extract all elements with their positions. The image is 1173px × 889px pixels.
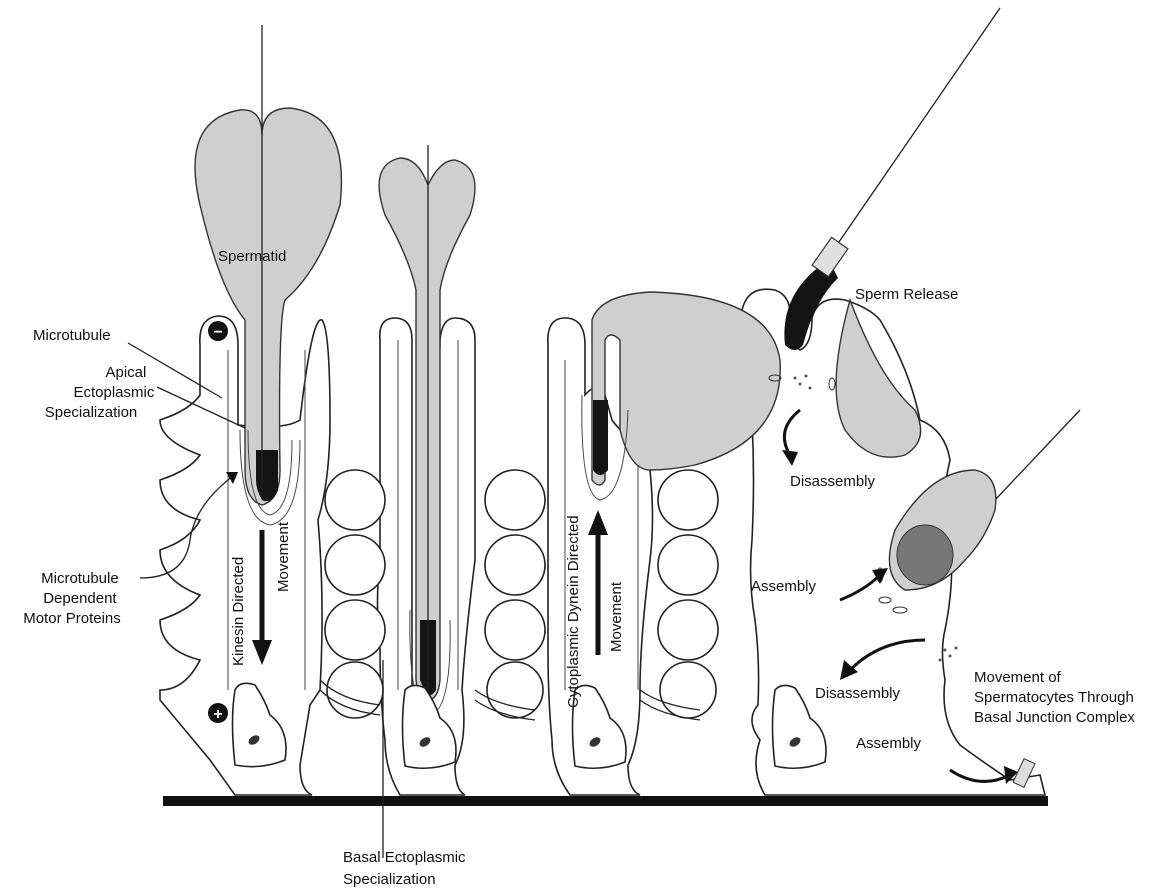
plus-sign: +: [213, 706, 222, 723]
label-disassembly-bottom: Disassembly: [815, 685, 901, 702]
label-basal-es: Basal Ectoplasmic Specialization: [343, 849, 470, 888]
label-spermatid: Spermatid: [218, 248, 286, 265]
label-movement-spermatocytes: Movement of Spermatocytes Through Basal …: [974, 669, 1138, 726]
label-dynein-directed: Cytoplasmic Dynein Directed: [565, 515, 582, 708]
label-sperm-release: Sperm Release: [855, 286, 958, 303]
label-kinesin-movement: Movement: [275, 521, 292, 592]
label-motor-proteins: Microtubule Dependent Motor Proteins: [23, 570, 123, 627]
label-disassembly-top: Disassembly: [790, 473, 876, 490]
label-assembly-top: Assembly: [751, 578, 817, 595]
label-assembly-bottom: Assembly: [856, 735, 922, 752]
label-microtubule: Microtubule: [33, 327, 111, 344]
label-apical-es: Apical Ectoplasmic Specialization: [45, 364, 159, 421]
label-dynein-movement: Movement: [608, 581, 625, 652]
basement-membrane: [163, 796, 1048, 806]
minus-sign: −: [213, 324, 222, 341]
label-kinesin-directed: Kinesin Directed: [230, 557, 247, 666]
